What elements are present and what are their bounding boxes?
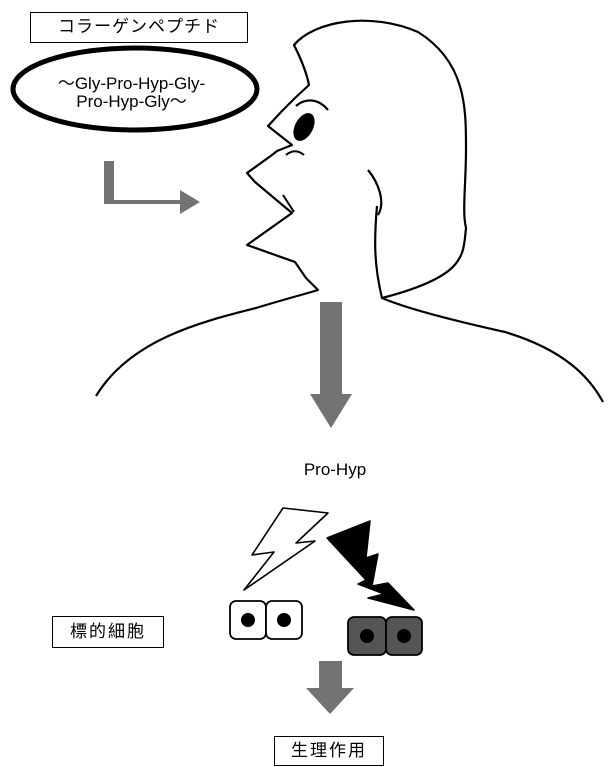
metabolite-label: Pro-Hyp [280,461,390,478]
collagen-peptide-label: コラーゲンペプチド [30,12,248,43]
black-lightning-bolt [327,521,414,610]
inactive-cell-pair [230,601,302,639]
active-cell-pair [348,617,422,655]
absorption-arrow [310,302,352,428]
nostril [286,151,304,155]
nucleus [241,613,255,627]
peptide-sequence-line-2: Pro-Hyp-Gly〜 [14,93,249,110]
effect-arrow [306,661,354,714]
target-cells-label: 標的細胞 [52,616,164,648]
eye [289,110,319,145]
nucleus [397,629,411,643]
peptide-sequence-line-1: 〜Gly-Pro-Hyp-Gly- [14,75,249,92]
physiological-effect-label: 生理作用 [274,736,384,766]
nucleus [360,629,374,643]
ear-line [368,170,381,215]
ingestion-arrow [104,161,200,214]
neck-line [375,206,382,298]
white-lightning-bolt [244,508,328,590]
nucleus [277,613,291,627]
eyebrow [296,100,328,110]
